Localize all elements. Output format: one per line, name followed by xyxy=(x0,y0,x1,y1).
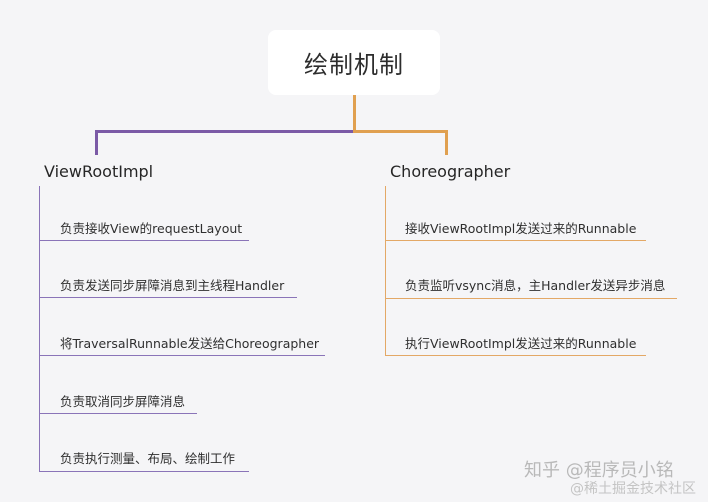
choreographer-item-1: 接收ViewRootImpl发送过来的Runnable xyxy=(405,221,637,236)
choreographer-item-2-underline xyxy=(385,298,677,299)
left-branch-connector-horizontal xyxy=(95,130,355,133)
right-branch-connector-horizontal xyxy=(353,130,448,133)
viewrootimpl-list-spine xyxy=(39,186,40,472)
root-node: 绘制机制 xyxy=(268,30,440,95)
choreographer-item-3-underline xyxy=(385,355,646,356)
viewrootimpl-item-3: 将TraversalRunnable发送给Choreographer xyxy=(60,336,320,351)
root-node-label: 绘制机制 xyxy=(304,51,404,79)
choreographer-list-spine xyxy=(385,186,386,356)
viewrootimpl-item-5: 负责执行测量、布局、绘制工作 xyxy=(60,451,236,466)
choreographer-item-3: 执行ViewRootImpl发送过来的Runnable xyxy=(405,336,637,351)
viewrootimpl-item-1-underline xyxy=(39,240,249,241)
branch-title-choreographer: Choreographer xyxy=(390,162,511,181)
viewrootimpl-item-2: 负责发送同步屏障消息到主线程Handler xyxy=(60,278,285,293)
viewrootimpl-item-2-underline xyxy=(39,297,297,298)
branch-title-viewrootimpl: ViewRootImpl xyxy=(44,162,154,181)
viewrootimpl-item-1: 负责接收View的requestLayout xyxy=(60,221,243,236)
choreographer-item-1-underline xyxy=(385,240,646,241)
viewrootimpl-item-4-underline xyxy=(39,413,197,414)
viewrootimpl-item-3-underline xyxy=(39,355,325,356)
watermark-juejin: @稀土掘金技术社区 xyxy=(570,481,696,497)
right-branch-connector-vertical xyxy=(445,130,448,155)
left-branch-connector-vertical xyxy=(95,130,98,155)
viewrootimpl-item-5-underline xyxy=(39,471,249,472)
choreographer-item-2: 负责监听vsync消息，主Handler发送异步消息 xyxy=(405,278,666,293)
root-connector xyxy=(353,95,356,133)
viewrootimpl-item-4: 负责取消同步屏障消息 xyxy=(60,394,186,409)
watermark-zhihu: 知乎 @程序员小铭 xyxy=(524,460,674,481)
